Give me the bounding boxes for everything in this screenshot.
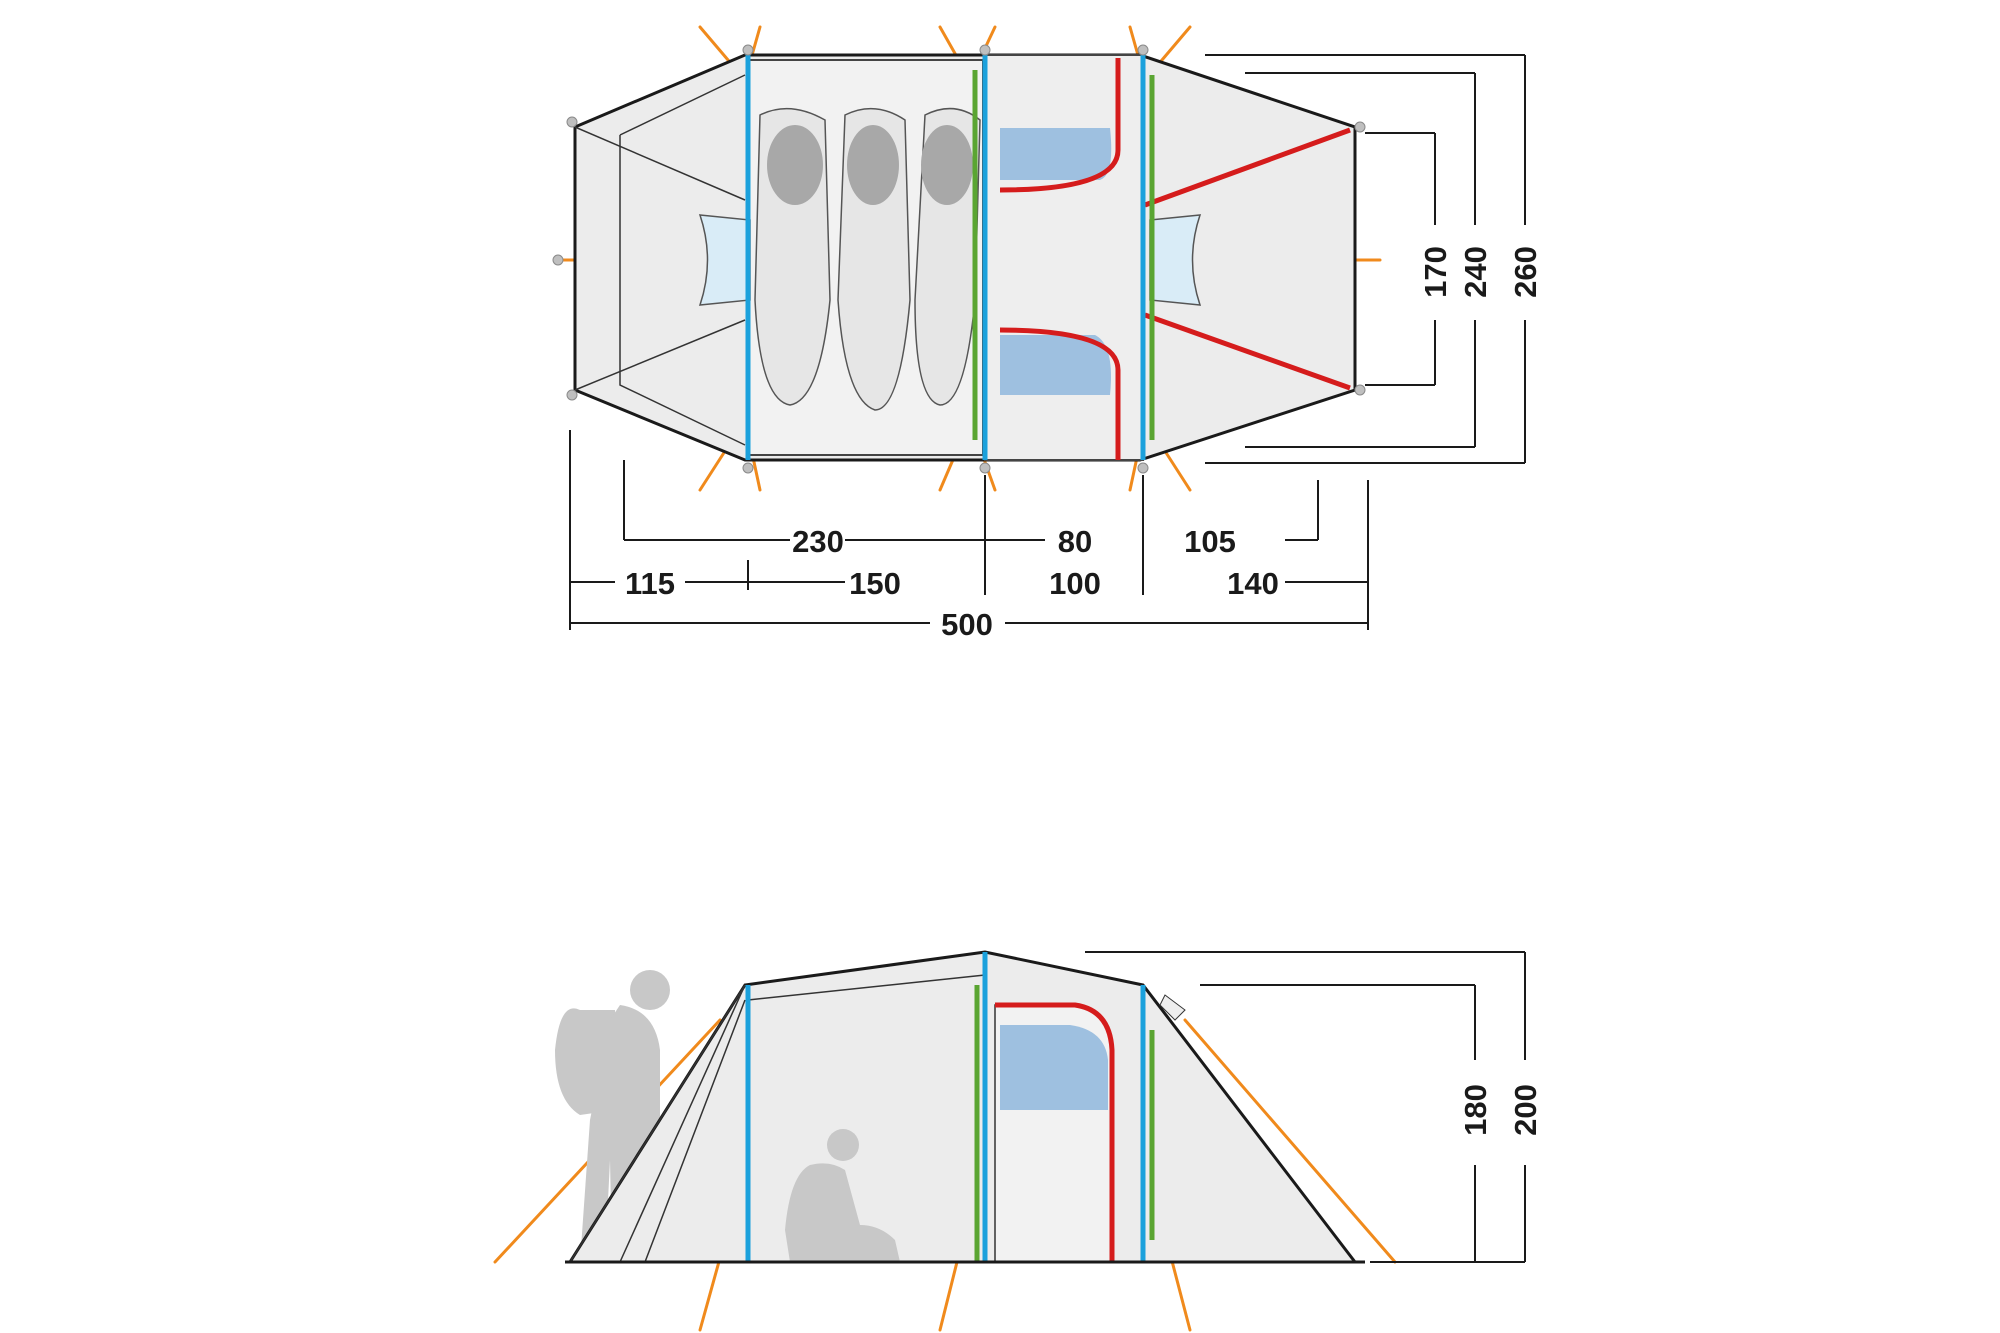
window-left — [1000, 128, 1112, 180]
front-porch-inner — [619, 74, 746, 446]
top-view: 230 80 105 115 150 100 140 500 170 240 2… — [552, 25, 1543, 642]
porch-seam — [574, 126, 746, 201]
dim-105: 105 — [1184, 524, 1236, 559]
door-zipper-bottom — [999, 327, 1121, 460]
dim-140: 140 — [1227, 566, 1279, 601]
dim-115: 115 — [625, 566, 675, 601]
side-front-porch — [569, 984, 746, 1263]
door-zipper-top — [999, 58, 1121, 193]
side-view: 180 200 — [493, 950, 1543, 1332]
side-flysheet — [567, 950, 1359, 1264]
front-vent — [698, 214, 751, 306]
porch-seam — [574, 319, 746, 391]
side-rear-vent — [1159, 994, 1186, 1021]
dim-80: 80 — [1058, 524, 1092, 559]
dim-500: 500 — [941, 607, 993, 642]
side-door-zipper — [995, 1002, 1115, 1262]
dim-180: 180 — [1458, 1084, 1493, 1136]
rear-canopy-lines — [1144, 127, 1351, 391]
sleeping-bags — [754, 107, 981, 411]
height-dimension-lines — [1085, 951, 1526, 1263]
dim-150: 150 — [849, 566, 901, 601]
dim-240: 240 — [1458, 246, 1493, 298]
window-right — [1000, 335, 1111, 395]
rear-vent — [1149, 214, 1202, 306]
dim-200: 200 — [1508, 1084, 1543, 1136]
width-dimension-lines — [1205, 54, 1526, 464]
dim-230: 230 — [792, 524, 844, 559]
inner-ridge — [747, 974, 986, 1001]
pegs-top — [552, 44, 1366, 474]
dim-170: 170 — [1418, 246, 1453, 298]
side-window — [1000, 1025, 1108, 1110]
dim-260: 260 — [1508, 246, 1543, 298]
sitting-person-silhouette — [785, 1129, 900, 1262]
length-dimension-lines — [569, 430, 1369, 630]
dim-100: 100 — [1049, 566, 1101, 601]
